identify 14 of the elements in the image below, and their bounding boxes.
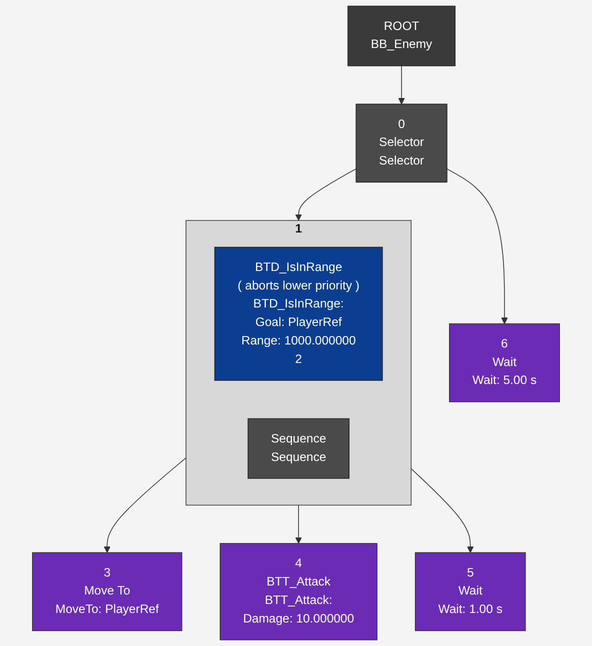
node-box: BTD_IsInRange ( aborts lower priority ) BTD_IsInRange: Goal: PlayerRef Range: 1000.000000 2 [214, 246, 383, 381]
arrow [398, 65, 405, 104]
arrow [295, 504, 302, 544]
node-box: ROOT BB_Enemy [348, 6, 456, 66]
arrow [446, 168, 508, 324]
node-box: Sequence Sequence [248, 418, 350, 479]
arrow [104, 457, 186, 553]
node-box: 5 Wait Wait: 1.00 s [414, 552, 526, 632]
node-box: 3 Move To MoveTo: PlayerRef [32, 552, 182, 632]
arrow [410, 468, 474, 553]
node-box: 4 BTT_Attack BTT_Attack: Damage: 10.000000 [220, 543, 378, 640]
arrow [295, 168, 356, 221]
node-box: 6 Wait Wait: 5.00 s [449, 323, 560, 402]
node-box: 0 Selector Selector [356, 104, 448, 183]
